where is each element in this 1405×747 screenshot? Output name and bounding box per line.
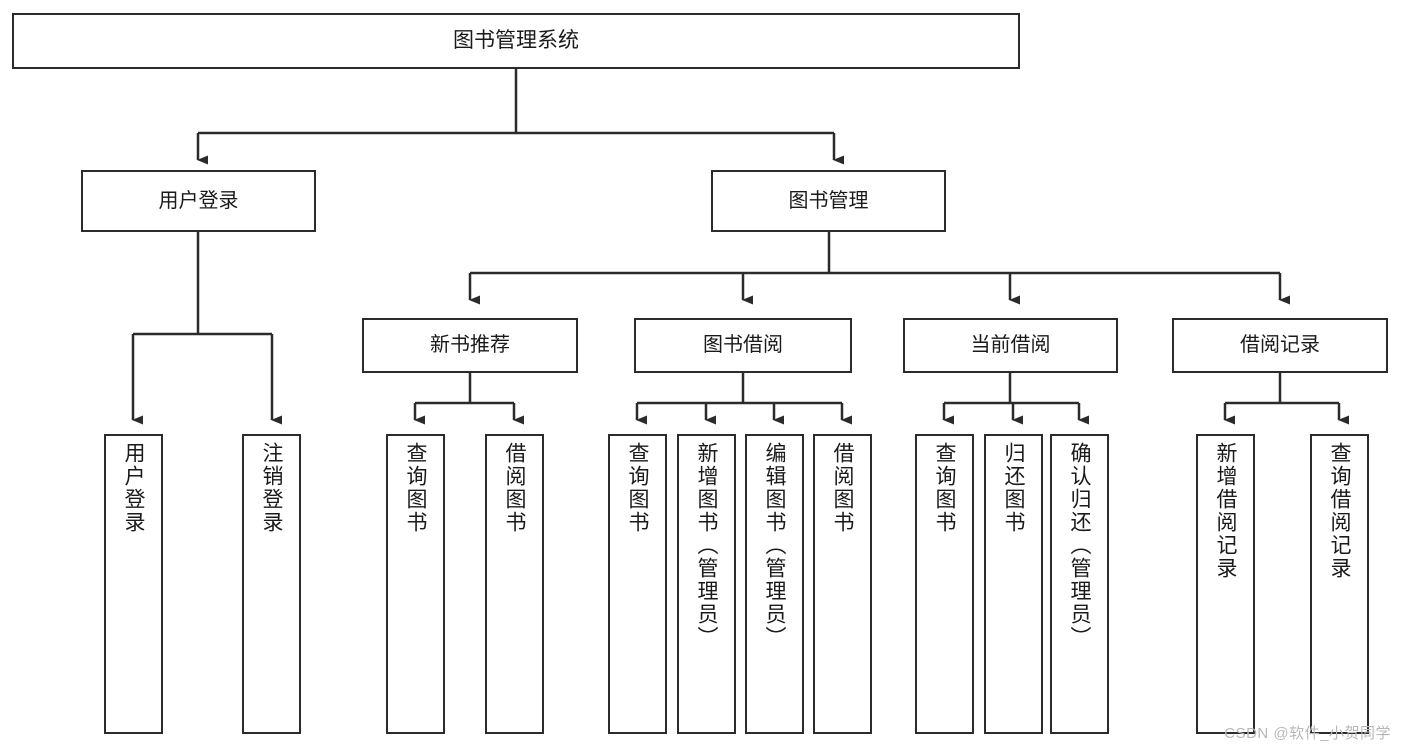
leaf-book-borrow-3[interactable]: 编辑图书（管理员）: [745, 434, 804, 734]
node-book-management-label: 图书管理: [788, 189, 869, 212]
node-user-login-label: 用户登录: [158, 189, 239, 212]
leaf-book-borrow-3-label: 编辑图书（管理员）: [763, 442, 786, 649]
leaf-book-borrow-2-label: 新增图书（管理员）: [695, 442, 718, 649]
leaf-book-borrow-1[interactable]: 查询图书: [608, 434, 667, 734]
node-book-management[interactable]: 图书管理: [711, 170, 946, 232]
leaf-new-book-1[interactable]: 查询图书: [386, 434, 445, 734]
node-new-book-recommend[interactable]: 新书推荐: [362, 318, 578, 373]
node-borrow-record-label: 借阅记录: [1240, 334, 1320, 357]
node-new-book-recommend-label: 新书推荐: [430, 334, 510, 357]
leaf-new-book-2[interactable]: 借阅图书: [485, 434, 544, 734]
leaf-borrow-record-1-label: 新增借阅记录: [1214, 442, 1237, 580]
leaf-new-book-2-label: 借阅图书: [503, 442, 526, 534]
leaf-current-borrow-1[interactable]: 查询图书: [915, 434, 974, 734]
leaf-user-login-2[interactable]: 注销登录: [242, 434, 301, 734]
node-root-system-label: 图书管理系统: [453, 29, 579, 53]
leaf-user-login-1[interactable]: 用户登录: [104, 434, 163, 734]
leaf-book-borrow-4[interactable]: 借阅图书: [813, 434, 872, 734]
leaf-user-login-2-label: 注销登录: [260, 442, 283, 534]
csdn-watermark: CSDN @软件_小贺同学: [1224, 725, 1391, 742]
node-borrow-record[interactable]: 借阅记录: [1172, 318, 1388, 373]
leaf-book-borrow-4-label: 借阅图书: [831, 442, 854, 534]
leaf-current-borrow-2[interactable]: 归还图书: [984, 434, 1043, 734]
leaf-current-borrow-3[interactable]: 确认归还（管理员）: [1050, 434, 1109, 734]
leaf-current-borrow-3-label: 确认归还（管理员）: [1068, 442, 1091, 649]
leaf-borrow-record-1[interactable]: 新增借阅记录: [1196, 434, 1255, 734]
node-user-login[interactable]: 用户登录: [81, 170, 316, 232]
leaf-user-login-1-label: 用户登录: [122, 442, 145, 534]
node-current-borrow-label: 当前借阅: [970, 334, 1051, 357]
node-book-borrow-label: 图书借阅: [703, 334, 783, 357]
leaf-current-borrow-2-label: 归还图书: [1002, 442, 1025, 534]
node-book-borrow[interactable]: 图书借阅: [634, 318, 852, 373]
leaf-book-borrow-2[interactable]: 新增图书（管理员）: [677, 434, 736, 734]
leaf-borrow-record-2[interactable]: 查询借阅记录: [1310, 434, 1369, 734]
node-current-borrow[interactable]: 当前借阅: [903, 318, 1118, 373]
leaf-new-book-1-label: 查询图书: [404, 442, 427, 534]
node-root-system[interactable]: 图书管理系统: [12, 13, 1020, 69]
leaf-book-borrow-1-label: 查询图书: [626, 442, 649, 534]
leaf-current-borrow-1-label: 查询图书: [933, 442, 956, 534]
leaf-borrow-record-2-label: 查询借阅记录: [1328, 442, 1351, 580]
